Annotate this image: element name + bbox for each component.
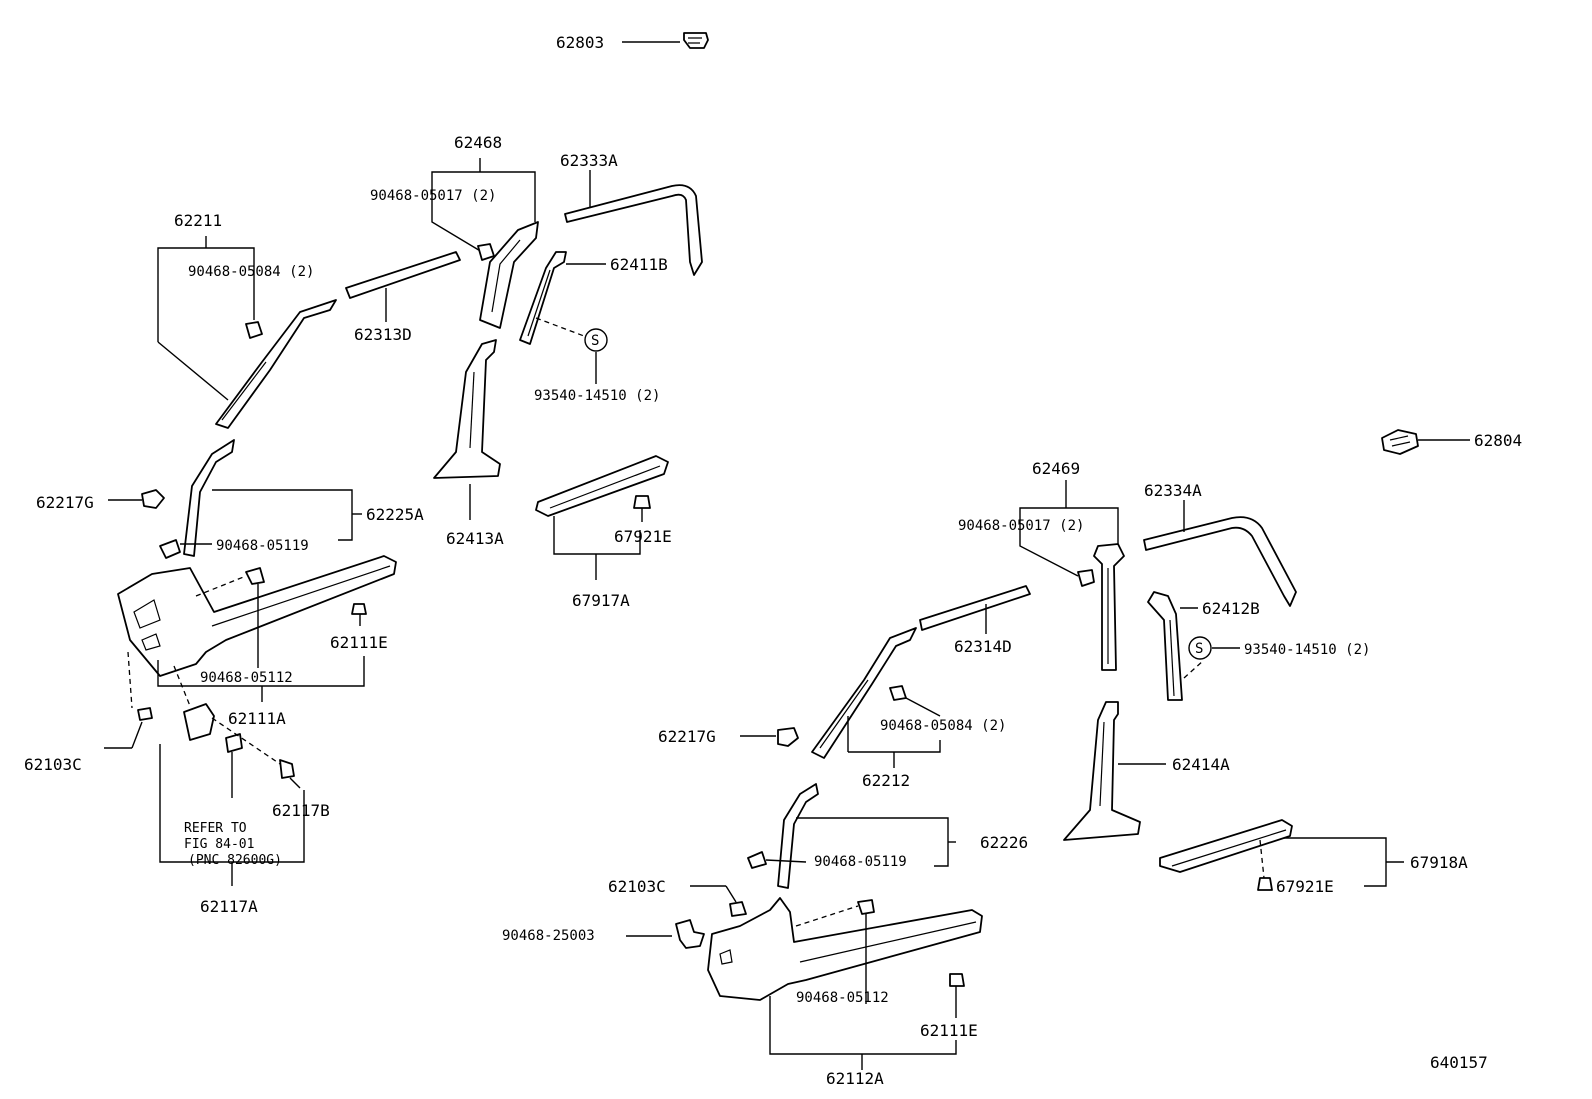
label-62313D: 62313D <box>354 325 412 344</box>
label-90468-05112-right: 90468-05112 <box>796 990 889 1006</box>
label-62469: 62469 <box>1032 459 1080 478</box>
part-62804-clip <box>1381 429 1470 455</box>
part-93540-14510-screw <box>535 317 608 384</box>
label-refer-line2: FIG 84-01 <box>184 837 254 852</box>
label-67917A: 67917A <box>572 591 630 610</box>
part-62314D-strip <box>919 585 1031 634</box>
part-62333A-strip <box>564 170 703 276</box>
label-62103C-right: 62103C <box>608 877 666 896</box>
label-62412B: 62412B <box>1202 599 1260 618</box>
label-62111A: 62111A <box>228 709 286 728</box>
label-93540-14510-left: 93540-14510 (2) <box>534 388 660 404</box>
label-62103C-left: 62103C <box>24 755 82 774</box>
part-62414A-pillar-lower-right <box>1063 701 1166 841</box>
part-62212-front-pillar-right <box>811 627 941 768</box>
part-67917A-scuff-plate <box>535 455 669 580</box>
part-62413A-pillar-lower <box>433 339 501 520</box>
part-62469-pillar-upper-right <box>1019 480 1125 671</box>
label-67921E-left: 67921E <box>614 527 672 546</box>
label-62226: 62226 <box>980 833 1028 852</box>
label-93540-14510-right: 93540-14510 (2) <box>1244 642 1370 658</box>
part-62313D-strip <box>345 251 461 322</box>
part-62226-pillar-lower-right <box>747 783 956 889</box>
label-67921E-right: 67921E <box>1276 877 1334 896</box>
label-90468-05084-left: 90468-05084 (2) <box>188 264 314 280</box>
label-62804: 62804 <box>1474 431 1522 450</box>
label-62111E-left: 62111E <box>330 633 388 652</box>
label-90468-25003: 90468-25003 <box>502 928 595 944</box>
label-62212: 62212 <box>862 771 910 790</box>
part-62468-pillar-upper <box>431 158 539 329</box>
label-62117B: 62117B <box>272 801 330 820</box>
label-90468-05017-left: 90468-05017 (2) <box>370 188 496 204</box>
part-62225A-pillar-lower <box>159 439 362 559</box>
part-62211-front-pillar <box>157 236 337 429</box>
part-62111E-clip-left <box>351 603 367 626</box>
part-62117A-cover <box>159 703 305 886</box>
label-62803: 62803 <box>556 33 604 52</box>
label-62468: 62468 <box>454 133 502 152</box>
label-62334A: 62334A <box>1144 481 1202 500</box>
part-62111A-cowl-side <box>117 555 397 709</box>
label-62333A: 62333A <box>560 151 618 170</box>
part-90468-25003-bracket <box>626 919 705 949</box>
part-62217G-clip-right <box>740 727 799 747</box>
part-62412B-garnish <box>1147 591 1198 701</box>
part-62411B-garnish <box>519 251 606 345</box>
part-62112A-cowl-side <box>707 897 983 1070</box>
part-93540-14510-screw-right <box>1183 636 1240 679</box>
label-62217G-left: 62217G <box>36 493 94 512</box>
part-62334A-strip <box>1143 500 1297 607</box>
label-67918A: 67918A <box>1410 853 1468 872</box>
part-67918A-scuff-plate <box>1159 819 1404 891</box>
label-62314D: 62314D <box>954 637 1012 656</box>
label-62414A: 62414A <box>1172 755 1230 774</box>
label-62211: 62211 <box>174 211 222 230</box>
label-90468-05084-right: 90468-05084 (2) <box>880 718 1006 734</box>
label-90468-05119-left: 90468-05119 <box>216 538 309 554</box>
label-62411B: 62411B <box>610 255 668 274</box>
part-62217G-clip-left <box>108 489 165 509</box>
label-62413A: 62413A <box>446 529 504 548</box>
label-90468-05112-left: 90468-05112 <box>200 670 293 686</box>
label-s-mark-left: S <box>591 333 599 349</box>
part-62103C-clip-right <box>690 885 747 917</box>
label-62217G-right: 62217G <box>658 727 716 746</box>
label-62111E-right: 62111E <box>920 1021 978 1040</box>
label-90468-05119-right: 90468-05119 <box>814 854 907 870</box>
label-s-mark-right: S <box>1195 641 1203 657</box>
part-62103C-clip-left <box>104 707 153 749</box>
label-refer-line1: REFER TO <box>184 821 247 836</box>
label-figure-id: 640157 <box>1430 1053 1488 1072</box>
label-62117A: 62117A <box>200 897 258 916</box>
label-62112A: 62112A <box>826 1069 884 1088</box>
label-refer-line3: (PNC 82600G) <box>188 853 282 868</box>
label-90468-05017-right: 90468-05017 (2) <box>958 518 1084 534</box>
part-62803-clip <box>622 32 709 49</box>
label-62225A: 62225A <box>366 505 424 524</box>
